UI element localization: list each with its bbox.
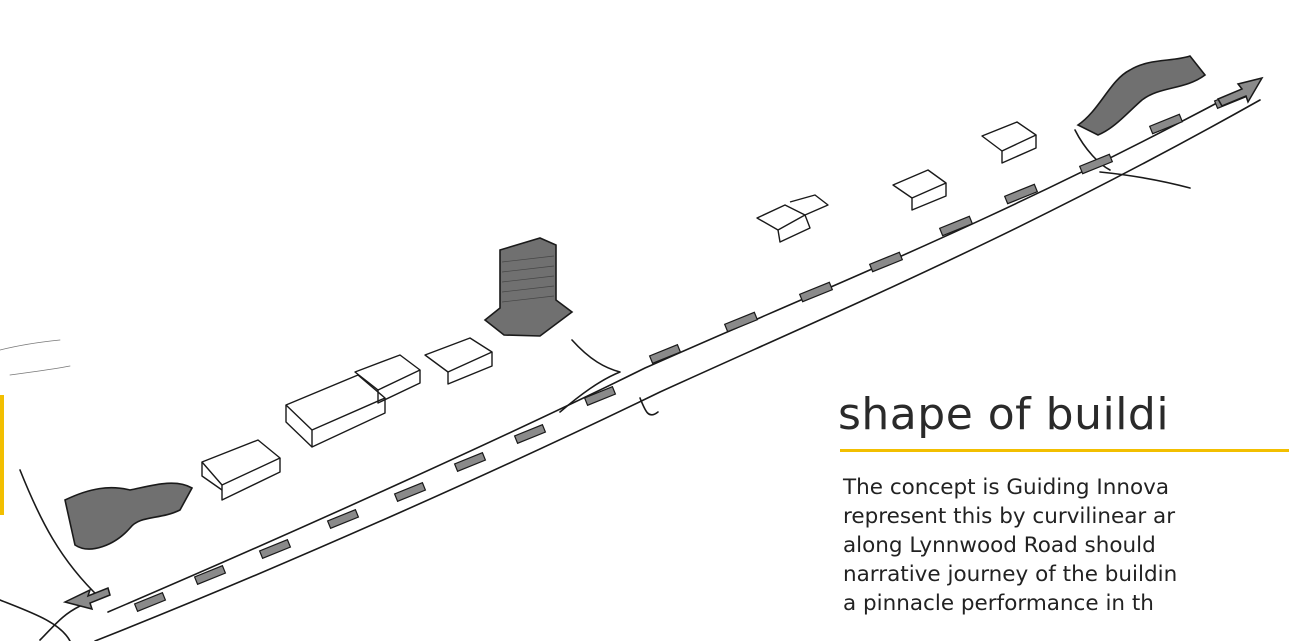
body-line: narrative journey of the buildin xyxy=(843,560,1289,589)
curved-building-right xyxy=(1078,56,1205,135)
heading-underline xyxy=(840,449,1289,452)
body-line: a pinnacle performance in th xyxy=(843,589,1289,618)
tower-building xyxy=(485,238,572,336)
accent-bar xyxy=(0,395,4,515)
intersection-curve-c xyxy=(40,606,80,640)
branch-curve-2 xyxy=(1100,172,1190,188)
curved-building-left xyxy=(65,483,192,549)
arrow-down-left xyxy=(65,588,110,609)
body-paragraph: The concept is Guiding Innova represent … xyxy=(843,473,1289,618)
body-line: represent this by curvilinear ar xyxy=(843,502,1289,531)
body-line: The concept is Guiding Innova xyxy=(843,473,1289,502)
body-line: along Lynnwood Road should xyxy=(843,531,1289,560)
section-heading: shape of buildi xyxy=(838,393,1169,437)
